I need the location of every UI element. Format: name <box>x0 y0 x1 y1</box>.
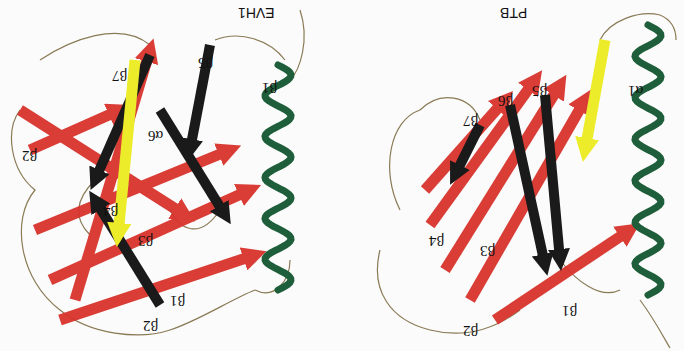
strand-label: β1 <box>562 303 577 318</box>
strand-label: β5 <box>198 55 213 70</box>
strand-label: β2 <box>22 148 37 163</box>
strand-label: β2 <box>143 318 158 333</box>
strand-label: β5 <box>532 83 547 98</box>
alpha-helix <box>265 65 291 290</box>
strand-label: β3 <box>480 243 495 258</box>
yellow-strand <box>118 60 135 235</box>
strand-label: β3 <box>138 233 153 248</box>
strand-label: β7 <box>463 113 478 128</box>
yellow-strand <box>585 40 605 150</box>
strand-label: β4 <box>429 233 444 248</box>
structure-title: PTB <box>500 6 527 20</box>
strand-label: β4 <box>103 203 118 218</box>
strand-label: α6 <box>148 128 163 143</box>
strand-label: β7 <box>112 68 127 83</box>
strand-label: β1 <box>262 80 277 95</box>
alpha-helix <box>635 25 661 295</box>
strand-label: β1 <box>170 293 185 308</box>
structure-title: EVH1 <box>238 6 275 20</box>
strand-label: β6 <box>498 93 513 108</box>
strand-label: β2 <box>463 323 478 338</box>
strand-label: α1 <box>628 83 643 98</box>
